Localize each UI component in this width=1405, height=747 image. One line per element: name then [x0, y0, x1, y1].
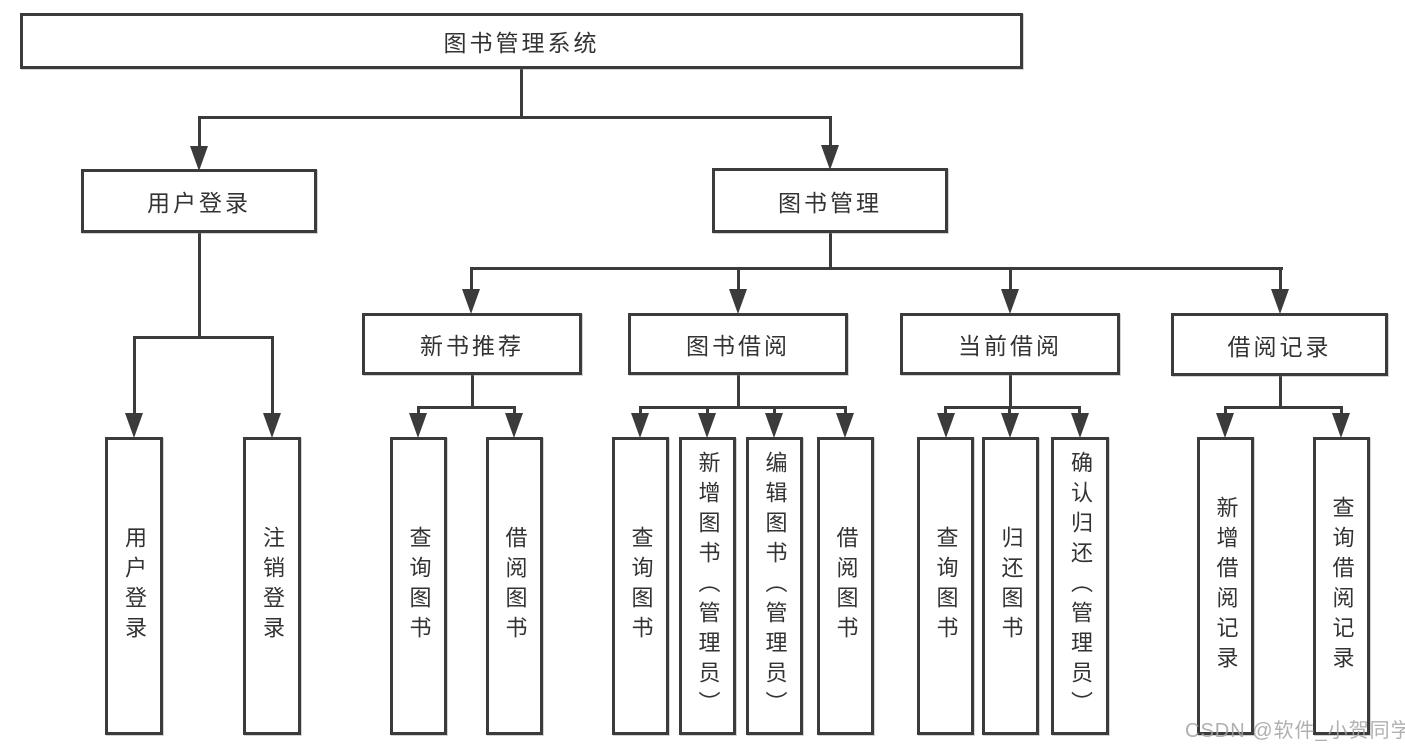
node-root: 图书管理系统: [20, 13, 1023, 69]
leaf-add-borrow-record: 新增借阅记录: [1197, 437, 1254, 735]
connector-line: [829, 233, 832, 270]
arrow-down-icon: [821, 145, 839, 170]
arrow-down-icon: [836, 413, 854, 438]
connector-line: [829, 116, 832, 147]
leaf-borrow-books: 借阅图书: [817, 437, 874, 735]
arrow-down-icon: [1271, 289, 1289, 314]
connector-line: [639, 406, 847, 409]
arrow-down-icon: [1001, 289, 1019, 314]
connector-line: [198, 116, 832, 119]
connector-line: [470, 267, 1283, 270]
leaf-logout: 注销登录: [243, 437, 301, 735]
arrow-down-icon: [409, 413, 427, 438]
node-new-book-recommend: 新书推荐: [362, 313, 582, 375]
arrow-down-icon: [698, 413, 716, 438]
connector-line: [944, 406, 1081, 409]
connector-line: [737, 267, 740, 291]
connector-line: [1009, 267, 1012, 291]
connector-line: [520, 68, 523, 118]
watermark: CSDN @软件_小贺同学: [1185, 720, 1405, 742]
connector-line: [944, 406, 947, 417]
connector-line: [471, 375, 474, 409]
arrow-down-icon: [1216, 413, 1234, 438]
connector-line: [1340, 406, 1343, 417]
connector-line: [639, 406, 642, 417]
connector-line: [773, 406, 776, 417]
leaf-user-login: 用户登录: [105, 437, 163, 735]
leaf-query-books-recommend: 查询图书: [390, 437, 447, 735]
arrow-down-icon: [263, 413, 281, 438]
connector-line: [1224, 406, 1227, 417]
connector-line: [513, 406, 516, 417]
node-book-management: 图书管理: [712, 168, 948, 233]
connector-line: [133, 336, 136, 415]
arrow-down-icon: [729, 289, 747, 314]
arrow-down-icon: [765, 413, 783, 438]
connector-line: [470, 267, 473, 291]
node-borrow-records: 借阅记录: [1171, 313, 1388, 376]
connector-line: [198, 233, 201, 339]
connector-line: [417, 406, 420, 417]
connector-line: [1279, 375, 1282, 409]
leaf-edit-book-admin: 编辑图书（管理员）: [746, 437, 803, 735]
leaf-return-books: 归还图书: [982, 437, 1039, 735]
node-book-borrow: 图书借阅: [628, 313, 848, 375]
arrow-down-icon: [1001, 413, 1019, 438]
leaf-query-books-current: 查询图书: [917, 437, 974, 735]
leaf-query-books-borrow: 查询图书: [612, 437, 669, 735]
arrow-down-icon: [462, 289, 480, 314]
leaf-confirm-return-admin: 确认归还（管理员）: [1051, 437, 1109, 735]
arrow-down-icon: [190, 146, 208, 171]
connector-line: [198, 116, 201, 148]
connector-line: [1009, 375, 1012, 409]
connector-line: [1224, 406, 1343, 409]
leaf-query-borrow-record: 查询借阅记录: [1313, 437, 1370, 735]
connector-line: [133, 336, 274, 339]
connector-line: [1078, 406, 1081, 417]
arrow-down-icon: [937, 413, 955, 438]
connector-line: [844, 406, 847, 417]
arrow-down-icon: [505, 413, 523, 438]
node-current-borrow: 当前借阅: [900, 313, 1120, 375]
connector-line: [737, 375, 740, 409]
arrow-down-icon: [631, 413, 649, 438]
connector-line: [1279, 267, 1282, 291]
connector-line: [271, 336, 274, 415]
arrow-down-icon: [1071, 413, 1089, 438]
leaf-borrow-books-recommend: 借阅图书: [486, 437, 543, 735]
connector-line: [706, 406, 709, 417]
leaf-add-book-admin: 新增图书（管理员）: [679, 437, 736, 735]
node-user-login: 用户登录: [81, 169, 317, 233]
arrow-down-icon: [1332, 413, 1350, 438]
connector-line: [1008, 406, 1011, 417]
connector-line: [417, 406, 516, 409]
arrow-down-icon: [125, 413, 143, 438]
